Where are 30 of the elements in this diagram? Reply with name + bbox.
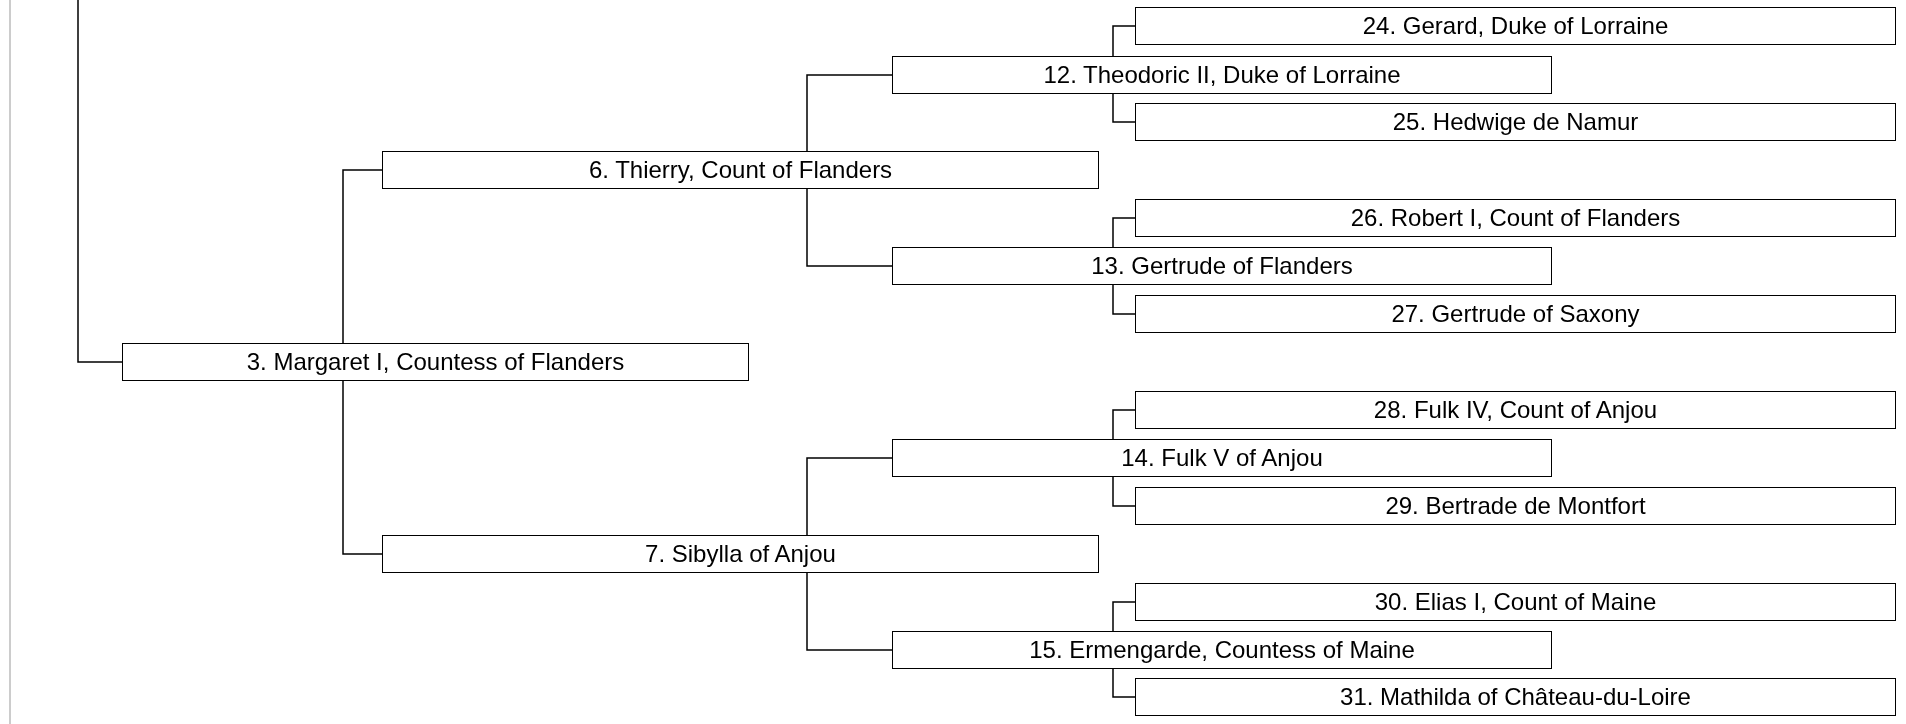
person-box: 29. Bertrade de Montfort — [1135, 487, 1896, 525]
person-box: 14. Fulk V of Anjou — [892, 439, 1552, 477]
connector-line — [806, 74, 893, 152]
person-box: 3. Margaret I, Countess of Flanders — [122, 343, 749, 381]
connector-line — [1112, 601, 1136, 632]
person-box: 12. Theodoric II, Duke of Lorraine — [892, 56, 1552, 94]
person-box: 6. Thierry, Count of Flanders — [382, 151, 1099, 189]
person-box: 24. Gerard, Duke of Lorraine — [1135, 7, 1896, 45]
connector-line — [806, 457, 893, 536]
connector-line — [1112, 409, 1136, 440]
connector-line — [1112, 93, 1136, 123]
person-box: 28. Fulk IV, Count of Anjou — [1135, 391, 1896, 429]
connector-line — [1112, 284, 1136, 315]
connector-line — [806, 188, 893, 267]
connector-line — [1112, 217, 1136, 248]
connector-line — [1112, 25, 1136, 57]
person-box: 31. Mathilda of Château-du-Loire — [1135, 678, 1896, 716]
connector-line — [1112, 668, 1136, 698]
person-box: 26. Robert I, Count of Flanders — [1135, 199, 1896, 237]
person-box: 27. Gertrude of Saxony — [1135, 295, 1896, 333]
connector-line — [342, 380, 383, 555]
connector-line — [806, 572, 893, 651]
person-box: 15. Ermengarde, Countess of Maine — [892, 631, 1552, 669]
connector-line — [1112, 476, 1136, 507]
connector-line — [342, 169, 383, 344]
person-box: 13. Gertrude of Flanders — [892, 247, 1552, 285]
person-box: 7. Sibylla of Anjou — [382, 535, 1099, 573]
person-box: 30. Elias I, Count of Maine — [1135, 583, 1896, 621]
connector-line — [77, 0, 123, 363]
person-box: 25. Hedwige de Namur — [1135, 103, 1896, 141]
